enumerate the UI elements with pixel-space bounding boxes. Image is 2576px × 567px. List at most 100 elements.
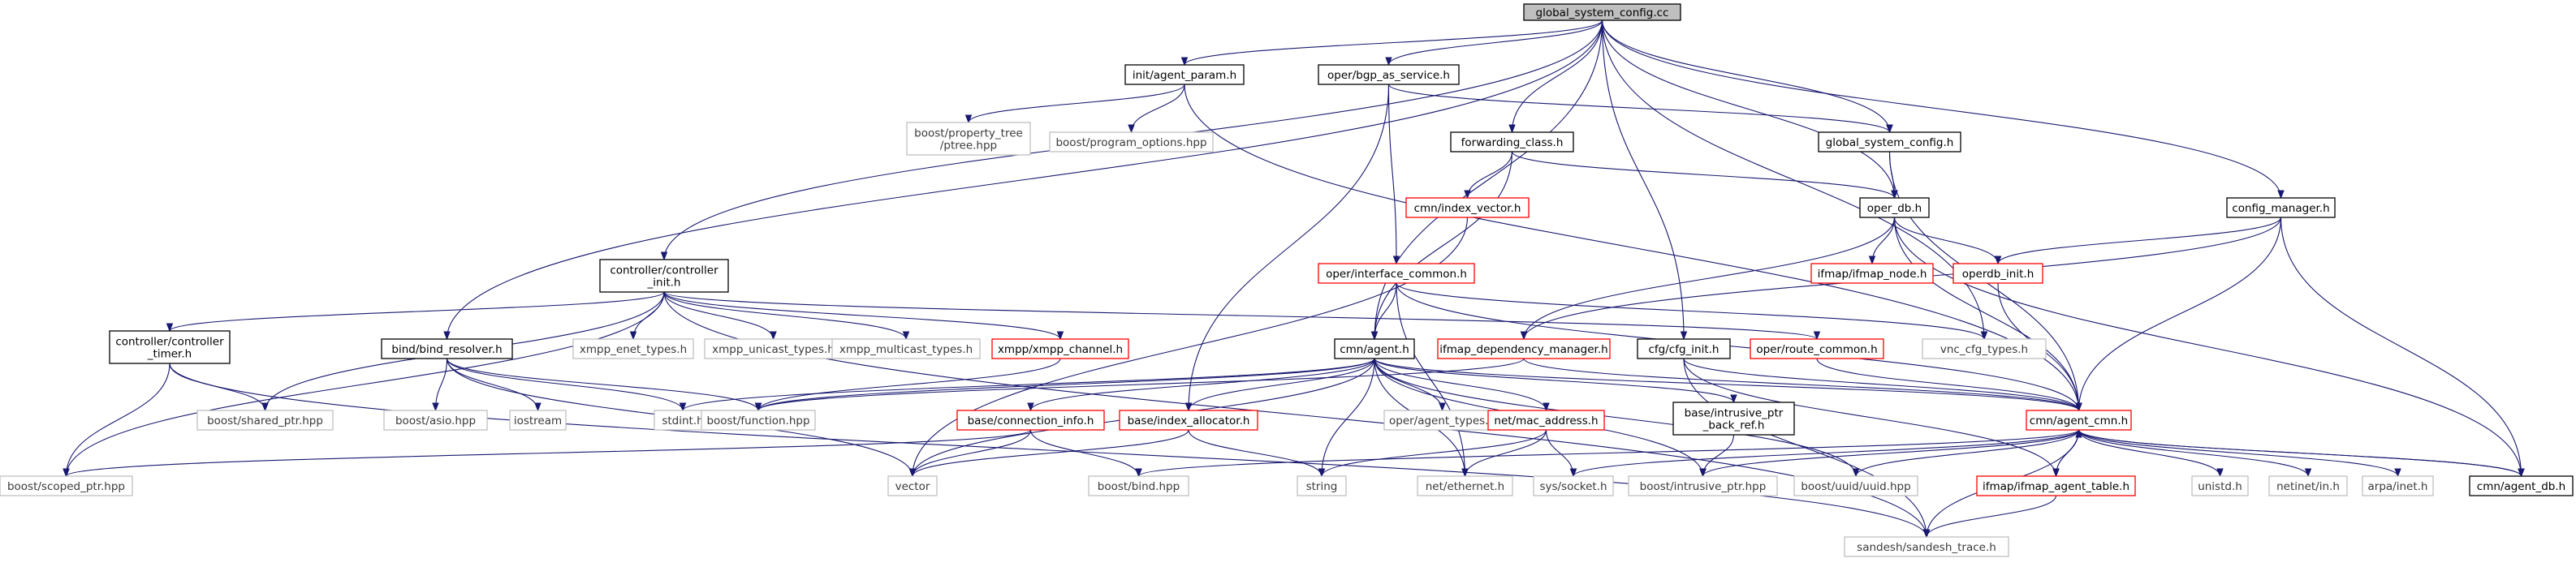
node-xmpp_multicast_types: xmpp_multicast_types.h xyxy=(831,338,981,359)
node-cmn_agent[interactable]: cmn/agent.h xyxy=(1334,338,1415,359)
arrowhead xyxy=(1852,468,1860,478)
edge-interface_common-to-cmn_agent xyxy=(1370,282,1397,341)
arrowhead xyxy=(754,402,762,412)
edge-agent_db-to-agent_cmn xyxy=(2075,428,2522,477)
arrowhead xyxy=(1699,468,1707,478)
node-scoped_ptr: boost/scoped_ptr.hpp xyxy=(0,475,133,496)
arrowhead xyxy=(2052,468,2060,478)
edge-controller_init-to-scoped_ptr xyxy=(63,291,665,478)
arrowhead xyxy=(902,331,910,341)
node-mac_address[interactable]: net/mac_address.h xyxy=(1487,410,1605,431)
edge-root-to-config_manager xyxy=(1601,19,2285,200)
node-bind_resolver[interactable]: bind/bind_resolver.h xyxy=(381,338,513,359)
node-label: boost/uuid/uuid.hpp xyxy=(1801,480,1910,493)
node-box xyxy=(1672,402,1795,436)
arrowhead xyxy=(1128,124,1135,134)
node-label: _back_ref.h xyxy=(1702,419,1765,432)
node-socket: sys/socket.h xyxy=(1533,475,1614,496)
edge-root-to-vnc_cfg_types xyxy=(1601,19,1988,341)
node-xmpp_channel[interactable]: xmpp/xmpp_channel.h xyxy=(991,338,1129,359)
node-global_system_config_h[interactable]: global_system_config.h xyxy=(1818,131,1961,152)
node-box xyxy=(956,410,1105,431)
node-box xyxy=(1952,263,2043,284)
node-box xyxy=(1450,131,1574,152)
arrowhead xyxy=(1461,468,1469,478)
node-box xyxy=(1533,475,1614,496)
node-box xyxy=(2362,475,2434,496)
node-label: cmn/index_vector.h xyxy=(1414,202,1521,215)
node-label: controller/controller xyxy=(610,264,718,277)
node-ifmap_dependency_manager[interactable]: ifmap_dependency_manager.h xyxy=(1437,338,1611,359)
node-label: xmpp_unicast_types.h xyxy=(712,343,835,356)
node-label: controller/controller xyxy=(115,336,224,349)
arrowhead xyxy=(1135,468,1142,478)
node-label: oper_db.h xyxy=(1867,202,1922,215)
node-ifmap_agent_table[interactable]: ifmap/ifmap_agent_table.h xyxy=(1976,475,2136,496)
edge-mac_address-to-ethernet xyxy=(1461,429,1547,478)
node-index_vector[interactable]: cmn/index_vector.h xyxy=(1405,197,1530,218)
arrowhead xyxy=(2518,468,2525,478)
edge-controller_timer-to-scoped_ptr xyxy=(63,363,170,478)
arrowhead xyxy=(1680,331,1688,341)
node-agent_param[interactable]: init/agent_param.h xyxy=(1124,64,1245,85)
node-cfg_init[interactable]: cfg/cfg_init.h xyxy=(1637,338,1731,359)
edge-connection_info-to-scoped_ptr xyxy=(63,429,1032,478)
edge-cmn_agent-to-connection_info xyxy=(1027,358,1375,412)
node-box xyxy=(887,475,938,496)
node-label: base/index_allocator.h xyxy=(1128,415,1250,427)
edge-agent_cmn-to-socket xyxy=(1569,429,2080,478)
node-agent_cmn[interactable]: cmn/agent_cmn.h xyxy=(2026,410,2132,431)
node-box xyxy=(1334,338,1415,359)
edge-index_allocator-to-vector xyxy=(908,429,1189,478)
arrowhead xyxy=(432,402,439,412)
node-forwarding_class[interactable]: forwarding_class.h xyxy=(1450,131,1574,152)
node-bgp_as_service[interactable]: oper/bgp_as_service.h xyxy=(1318,64,1460,85)
node-xmpp_enet_types: xmpp_enet_types.h xyxy=(572,338,694,359)
node-box xyxy=(383,410,488,431)
node-label: base/connection_info.h xyxy=(968,415,1094,427)
node-label: net/mac_address.h xyxy=(1494,415,1598,427)
node-root[interactable]: global_system_config.cc xyxy=(1523,3,1681,21)
arrowhead xyxy=(660,251,668,261)
node-interface_common[interactable]: oper/interface_common.h xyxy=(1318,263,1475,284)
node-controller_timer[interactable]: controller/controller_timer.h xyxy=(109,330,231,364)
node-label: ifmap_dependency_manager.h xyxy=(1439,343,1607,356)
node-index_allocator[interactable]: base/index_allocator.h xyxy=(1119,410,1258,431)
arrowhead xyxy=(1027,402,1034,412)
node-connection_info[interactable]: base/connection_info.h xyxy=(956,410,1105,431)
node-uuid: boost/uuid/uuid.hpp xyxy=(1793,475,1918,496)
arrowhead xyxy=(770,331,777,341)
node-program_options: boost/program_options.hpp xyxy=(1049,131,1214,152)
node-operdb_init[interactable]: operdb_init.h xyxy=(1952,263,2043,284)
node-box xyxy=(1049,131,1214,152)
edge-oper_db-to-operdb_init xyxy=(1893,217,2002,265)
node-controller_init[interactable]: controller/controller_init.h xyxy=(599,259,729,293)
edge-root-to-agent_param xyxy=(1180,19,1603,67)
node-oper_db[interactable]: oper_db.h xyxy=(1859,197,1930,218)
node-label: boost/scoped_ptr.hpp xyxy=(7,480,125,493)
arrowhead xyxy=(1891,190,1898,200)
node-box xyxy=(906,122,1031,156)
node-intrusive_ptr_back_ref[interactable]: base/intrusive_ptr_back_ref.h xyxy=(1672,402,1795,436)
node-shared_ptr: boost/shared_ptr.hpp xyxy=(196,410,334,431)
edge-agent_cmn-to-unistd xyxy=(2078,429,2224,478)
arrowhead xyxy=(2394,468,2401,478)
node-config_manager[interactable]: config_manager.h xyxy=(2226,197,2336,218)
edge-agent_cmn-to-uuid xyxy=(1852,429,2080,478)
edge-root-to-bind_resolver xyxy=(443,19,1603,341)
node-netinet_in: netinet/in.h xyxy=(2268,475,2348,496)
node-ptree: boost/property_tree/ptree.hpp xyxy=(906,122,1031,156)
node-agent_db[interactable]: cmn/agent_db.h xyxy=(2469,475,2574,496)
node-box xyxy=(1628,475,1778,496)
node-label: stdint.h xyxy=(662,415,703,427)
node-label: xmpp/xmpp_channel.h xyxy=(998,343,1123,356)
node-box xyxy=(1818,131,1961,152)
arrowhead xyxy=(443,331,451,341)
node-box xyxy=(1297,475,1347,496)
node-ifmap_node[interactable]: ifmap/ifmap_node.h xyxy=(1810,263,1934,284)
node-route_common[interactable]: oper/route_common.h xyxy=(1750,338,1884,359)
edge-controller_init-to-controller_timer xyxy=(166,291,665,333)
node-box xyxy=(1119,410,1258,431)
edge-root-to-global_system_config_h xyxy=(1601,19,1893,134)
node-box xyxy=(991,338,1129,359)
